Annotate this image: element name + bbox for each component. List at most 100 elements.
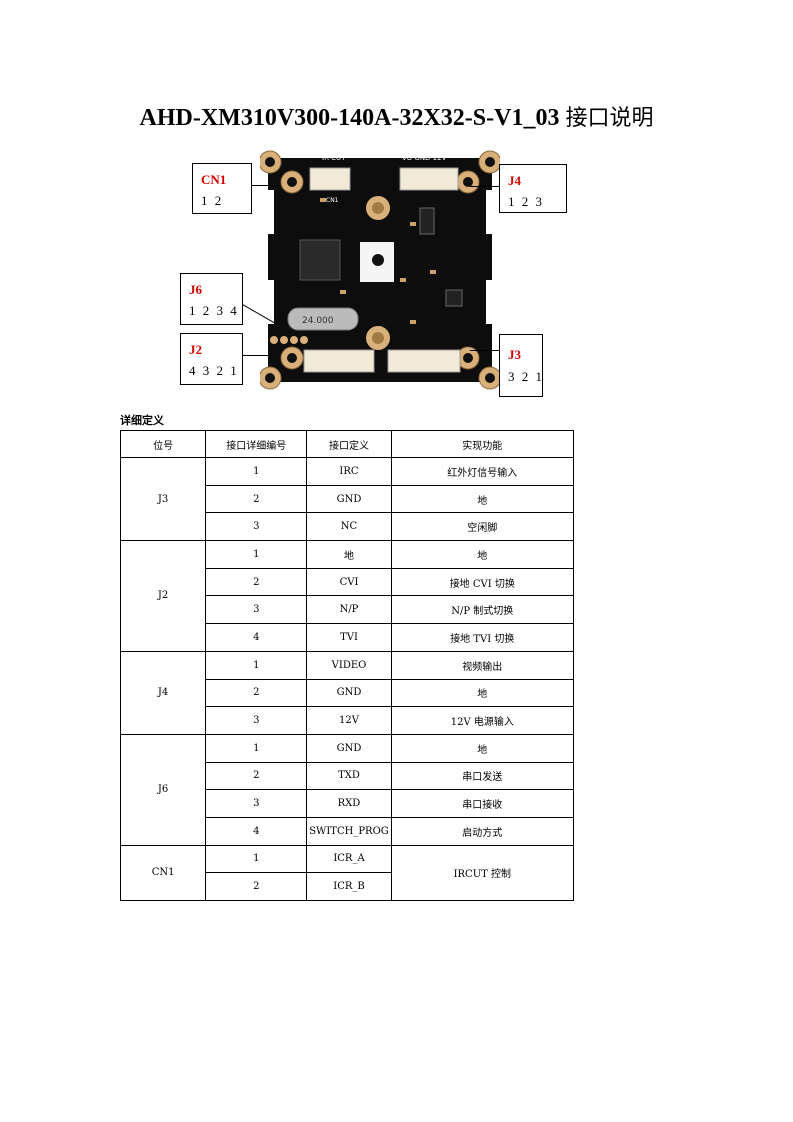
function-cell: 串口接收 xyxy=(390,789,575,818)
leader-j3 xyxy=(470,350,500,351)
silk-power-label: VO GND 12V xyxy=(402,154,447,162)
pin-cell: 1 xyxy=(205,650,308,680)
title-suffix: 接口说明 xyxy=(565,106,654,131)
page-title: AHD-XM310V300-140A-32X32-S-V1_03 接口说明 xyxy=(0,100,793,132)
leader-j4 xyxy=(470,186,499,187)
pin-cell: 4 xyxy=(205,816,308,846)
callout-name: J6 xyxy=(189,282,202,297)
definition-cell: RXD xyxy=(306,789,392,818)
pin-cell: 4 xyxy=(205,623,308,652)
function-cell: IRCUT 控制 xyxy=(390,844,575,902)
designator-cell: J4 xyxy=(119,650,207,735)
table-row: 2 TXD 串口发送 xyxy=(121,761,575,791)
callout-pins: 1 2 xyxy=(201,193,224,208)
function-cell: 地 xyxy=(390,733,575,763)
function-cell: 接地 CVI 切换 xyxy=(390,567,575,597)
definition-cell: SWITCH_PROG xyxy=(306,816,392,846)
function-cell: 启动方式 xyxy=(390,816,575,846)
pin-cell: 2 xyxy=(205,567,308,597)
silk-cn1-label: CN1 xyxy=(326,197,339,204)
designator-cell: J6 xyxy=(119,733,207,846)
definition-cell: GND xyxy=(306,484,392,514)
function-cell: 地 xyxy=(390,540,575,569)
header-definition: 接口定义 xyxy=(306,430,392,458)
table-row: 3 RXD 串口接收 xyxy=(121,789,575,818)
definition-cell: 12V xyxy=(306,706,392,735)
pin-cell: 1 xyxy=(205,844,308,874)
table-row: 4 TVI 接地 TVI 切换 xyxy=(121,623,575,652)
pin-cell: 3 xyxy=(205,595,308,625)
definition-cell: GND xyxy=(306,678,392,708)
designator-cell: J3 xyxy=(119,456,207,542)
callout-j2: J2 4 3 2 1 xyxy=(180,333,243,385)
callout-name: CN1 xyxy=(201,172,227,187)
callout-name: J4 xyxy=(508,173,521,188)
interface-table: 位号 接口详细编号 接口定义 实现功能 J3 1 IRC 红外灯信号输入 2 G… xyxy=(119,430,575,902)
function-cell: 视频输出 xyxy=(390,650,575,680)
table-row: 4 SWITCH_PROG 启动方式 xyxy=(121,816,575,846)
function-cell: 串口发送 xyxy=(390,761,575,791)
callout-pins: 3 2 1 xyxy=(508,369,544,384)
leader-cn1 xyxy=(250,185,280,186)
function-cell: 接地 TVI 切换 xyxy=(390,623,575,652)
header-pin-number: 接口详细编号 xyxy=(205,430,308,458)
callout-pins: 1 2 3 xyxy=(508,194,544,209)
definition-cell: NC xyxy=(306,512,392,542)
definition-cell: GND xyxy=(306,733,392,763)
crystal-label: 24.000 xyxy=(302,316,334,326)
table-row: J2 1 地 地 xyxy=(119,540,575,652)
table-row: J4 1 VIDEO 视频输出 xyxy=(119,650,575,735)
title-model: AHD-XM310V300-140A-32X32-S-V1_03 xyxy=(139,105,560,131)
definition-cell: ICR_B xyxy=(306,872,392,901)
table-row: 2 ICR_B xyxy=(121,872,574,901)
pin-cell: 2 xyxy=(205,761,308,791)
table-row: J3 1 IRC 红外灯信号输入 xyxy=(119,456,575,542)
callout-pins: 4 3 2 1 xyxy=(189,363,239,378)
pin-cell: 2 xyxy=(205,484,308,514)
callout-name: J3 xyxy=(508,347,521,362)
function-cell: 12V 电源输入 xyxy=(390,706,575,735)
definition-cell: ICR_A xyxy=(306,844,392,874)
designator-cell: J2 xyxy=(119,540,207,652)
callout-name: J2 xyxy=(189,342,202,357)
callout-j6: J6 1 2 3 4 xyxy=(180,273,243,325)
callout-j4: J4 1 2 3 xyxy=(499,164,567,213)
designator-cell: CN1 xyxy=(119,844,207,902)
table-row: J6 1 GND 地 xyxy=(119,733,575,846)
header-designator: 位号 xyxy=(119,430,207,458)
table-header-row: 位号 接口详细编号 接口定义 实现功能 xyxy=(119,430,575,458)
definition-cell: IRC xyxy=(306,457,392,486)
callout-cn1: CN1 1 2 xyxy=(192,163,252,214)
definition-cell: VIDEO xyxy=(306,650,392,680)
pin-cell: 3 xyxy=(205,512,308,542)
function-cell: 空闲脚 xyxy=(390,512,575,542)
section-title: 详细定义 xyxy=(120,414,164,427)
table-row: 2 GND 地 xyxy=(121,678,575,708)
callout-pins: 1 2 3 4 xyxy=(189,303,239,318)
header-function: 实现功能 xyxy=(390,430,575,458)
pin-cell: 1 xyxy=(205,733,308,763)
definition-cell: CVI xyxy=(306,567,392,597)
pin-cell: 3 xyxy=(205,706,308,735)
pin-cell: 2 xyxy=(205,678,308,708)
definition-cell: TXD xyxy=(306,761,392,791)
pin-cell: 3 xyxy=(205,789,308,818)
function-cell: 地 xyxy=(390,678,575,708)
table-row: 3 12V 12V 电源输入 xyxy=(121,706,575,735)
silk-ircut-label: IR-CUT xyxy=(322,154,346,162)
function-cell: N/P 制式切换 xyxy=(390,595,575,625)
function-cell: 地 xyxy=(390,484,575,514)
table-row: 2 GND 地 xyxy=(121,484,575,514)
table-row: 2 CVI 接地 CVI 切换 xyxy=(121,567,575,597)
definition-cell: TVI xyxy=(306,623,392,652)
function-cell: 红外灯信号输入 xyxy=(390,457,575,486)
callout-j3: J3 3 2 1 xyxy=(499,334,543,397)
pin-cell: 1 xyxy=(205,457,308,486)
definition-cell: N/P xyxy=(306,595,392,625)
pin-cell: 2 xyxy=(205,872,308,901)
definition-cell: 地 xyxy=(306,540,392,569)
table-row: CN1 1 ICR_A IRCUT 控制 xyxy=(119,844,575,902)
pin-cell: 1 xyxy=(205,540,308,569)
leader-j2 xyxy=(241,355,271,356)
pcb-board-image: IR-CUT VO GND 12V CN1 24.000 xyxy=(260,150,500,390)
